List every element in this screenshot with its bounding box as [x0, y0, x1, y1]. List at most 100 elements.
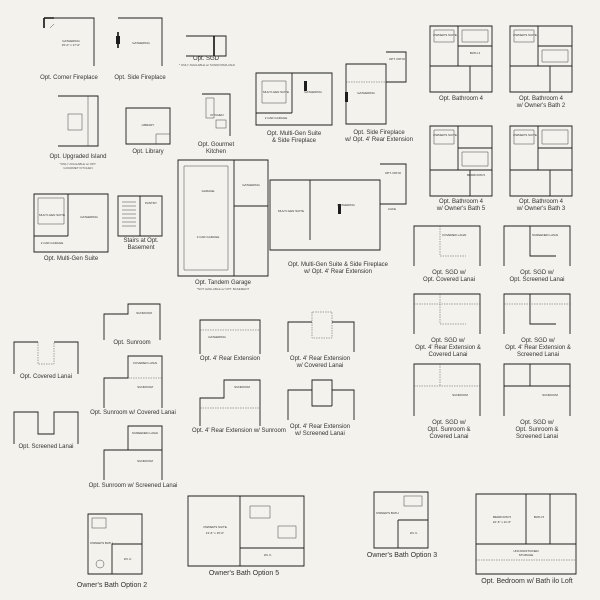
caption-rear-ext-covered-lanai: Opt. 4' Rear Extension w/ Covered Lanai [289, 356, 351, 369]
plan-owners-bath3: OWNER'S BATH W.I.C. [373, 491, 429, 549]
plan-sgd-screened-lanai: SCREENED LANAI [503, 225, 571, 266]
plan-corner-fireplace: GATHERING 15'-0" x 17'-0" [43, 17, 95, 66]
room-unconditioned-storage: UNCONDITIONED STORAGE [513, 549, 539, 557]
plan-rear-ext-screened-lanai [287, 379, 355, 420]
room-sunroom: SUNROOM [136, 311, 152, 315]
room-screened-lanai-2: SCREENED LANAI [131, 431, 159, 435]
caption-owners-bath3: Owner's Bath Option 3 [366, 552, 438, 559]
plan-bathroom4-ob2: OWNER'S SUITE [509, 25, 573, 93]
plan-tandem-garage: GARAGE 2 CAR GARAGE GATHERING [177, 159, 269, 277]
room-owners-suite-5: OWNER'S SUITE [203, 525, 227, 529]
caption-corner-fireplace: Opt. Corner Fireplace [40, 75, 98, 81]
room-screened-lanai: SCREENED LANAI [532, 233, 559, 237]
room-cafe: CAFE [387, 207, 396, 211]
caption-upgraded-island: Opt. Upgraded Island [49, 154, 107, 160]
room-owners-suite-2: OWNER'S SUITE [513, 33, 537, 37]
plan-covered-lanai [13, 341, 79, 374]
caption-multigen-side-fireplace: Opt. Multi-Gen Suite & Side Fireplace [266, 131, 322, 144]
caption-rear-ext-sunroom: Opt. 4' Rear Extension w/ Sunroom [192, 428, 286, 434]
plan-stairs-basement: PANTRY [117, 195, 163, 237]
caption-sgd-sunroom-screened: Opt. SGD w/ Opt. Sunroom & Screened Lana… [515, 420, 559, 440]
plan-bathroom4-ob5: OWNER'S SUITE BEDROOM 5 [429, 125, 493, 197]
caption-multigen-suite: Opt. Multi-Gen Suite [43, 256, 99, 262]
caption-sgd-note: * ONLY AVAILABLE w/ SUNROOM/LANAI [178, 63, 236, 67]
room-owners-suite-dim: 13'-6" x 15'-0" [205, 531, 225, 535]
plan-upgraded-island [58, 95, 99, 147]
room-owners-suite: OWNER'S SUITE [433, 33, 457, 37]
room-gathering-6: GATHERING [242, 183, 260, 187]
room-2car-garage-3: 2 CAR GARAGE [196, 235, 220, 239]
room-opt-patio-2: OPT. PATIO [384, 171, 402, 175]
room-pantry: PANTRY [145, 201, 157, 205]
caption-bathroom4-ob5: Opt. Bathroom 4 w/ Owner's Bath 5 [436, 199, 486, 212]
plan-multigen-suite: MULTI-GEN SUITE GATHERING 2 CAR GARAGE [33, 193, 109, 253]
plan-owners-bath5: OWNER'S SUITE 13'-6" x 15'-0" W.I.C. [187, 495, 305, 567]
room-gathering-2: GATHERING [132, 41, 150, 45]
room-sunroom-5: SUNROOM [542, 393, 558, 397]
room-bedroom5: BEDROOM 5 [492, 515, 511, 519]
room-bedroom5-dim: 10'-6" x 11'-6" [492, 520, 512, 524]
room-gathering-dim: 15'-0" x 17'-0" [61, 43, 81, 47]
caption-bathroom4: Opt. Bathroom 4 [438, 96, 484, 102]
caption-stairs-basement: Stairs at Opt. Basement [123, 238, 159, 251]
plan-bedroom-bath-loft: BEDROOM 5 10'-6" x 11'-6" BATH 5 UNCONDI… [475, 493, 577, 575]
room-sunroom-3: SUNROOM [234, 385, 250, 389]
room-wic-2: W.I.C. [263, 553, 273, 557]
room-bedroom5-a: BEDROOM 5 [466, 173, 485, 177]
room-multigen-2: MULTI-GEN SUITE [39, 213, 65, 217]
caption-sgd-covered-lanai: Opt. SGD w/ Opt. Covered Lanai [422, 270, 476, 283]
room-covered-lanai: COVERED LANAI [442, 233, 467, 237]
room-gathering-7: GATHERING [337, 203, 355, 207]
caption-sgd-rear-ext-screened: Opt. SGD w/ Opt. 4' Rear Extension & Scr… [505, 338, 571, 358]
room-gathering-5: GATHERING [80, 215, 98, 219]
plan-gourmet-kitchen: KITCHEN [202, 93, 231, 136]
caption-sunroom-covered-lanai: Opt. Sunroom w/ Covered Lanai [90, 410, 176, 416]
caption-tandem-garage: Opt. Tandem Garage [195, 280, 251, 286]
caption-side-fireplace: Opt. Side Fireplace [114, 75, 166, 81]
caption-bathroom4-ob2: Opt. Bathroom 4 w/ Owner's Bath 2 [516, 96, 566, 109]
room-sunroom-6: SUNROOM [137, 459, 153, 463]
room-owners-suite-3: OWNER'S SUITE [433, 133, 457, 137]
room-2car-garage: 2 CAR GARAGE [264, 116, 288, 120]
plan-sgd-sunroom-screened: SUNROOM [503, 363, 571, 416]
room-owners-suite-4: OWNER'S SUITE [513, 133, 537, 137]
caption-covered-lanai: Opt. Covered Lanai [19, 374, 73, 380]
plan-bathroom4: OWNER'S SUITE BATH 4 [429, 25, 493, 93]
room-multigen-3: MULTI-GEN SUITE [278, 209, 304, 213]
plan-rear-ext-covered-lanai [287, 311, 355, 352]
caption-sunroom: Opt. Sunroom [113, 340, 151, 346]
plan-multigen-side-fireplace-rear: MULTI-GEN SUITE GATHERING OPT. PATIO CAF… [269, 163, 410, 251]
plan-sgd-rear-ext-screened [503, 293, 571, 334]
room-2car-garage-2: 2 CAR GARAGE [40, 241, 64, 245]
caption-upgraded-island-note: *ONLY AVAILABLE w/ OPT. GOURMET KITCHEN [59, 162, 97, 170]
room-wic: W.I.C. [123, 557, 133, 561]
room-sunroom-4: SUNROOM [452, 393, 468, 397]
room-gathering-3: GATHERING [304, 90, 322, 94]
caption-sgd-sunroom-covered: Opt. SGD w/ Opt. Sunroom & Covered Lanai [427, 420, 471, 440]
plan-screened-lanai [13, 411, 79, 444]
room-sunroom-2: SUNROOM [137, 385, 153, 389]
room-multigen: MULTI-GEN SUITE [263, 90, 289, 94]
room-garage: GARAGE [201, 189, 215, 193]
plan-rear-extension: GATHERING [199, 319, 261, 354]
plan-side-fireplace: GATHERING [116, 17, 163, 66]
caption-sgd: Opt. SGD [192, 56, 219, 62]
room-gathering: GATHERING [62, 39, 80, 43]
plan-bathroom4-ob3: OWNER'S SUITE [509, 125, 573, 197]
plan-sgd [186, 35, 227, 57]
plan-sgd-rear-ext-covered [413, 293, 481, 334]
caption-rear-ext-screened-lanai: Opt. 4' Rear Extension w/ Screened Lanai [289, 424, 351, 437]
caption-tandem-garage-note: *NOT AVAILABLE w/ OPT. BASEMENT [196, 287, 250, 291]
plan-sgd-covered-lanai: COVERED LANAI [413, 225, 481, 266]
caption-sgd-rear-ext-covered: Opt. SGD w/ Opt. 4' Rear Extension & Cov… [415, 338, 481, 358]
plan-sgd-sunroom-covered: SUNROOM [413, 363, 481, 416]
plan-library: LIBRARY [125, 107, 171, 145]
caption-sunroom-screened-lanai: Opt. Sunroom w/ Screened Lanai [88, 483, 178, 489]
room-library: LIBRARY [141, 123, 155, 127]
plan-multigen-side-fireplace: MULTI-GEN SUITE GATHERING 2 CAR GARAGE [255, 72, 333, 126]
caption-bedroom-bath-loft: Opt. Bedroom w/ Bath ilo Loft [481, 578, 573, 585]
room-bath5: BATH 5 [533, 515, 545, 519]
caption-bathroom4-ob3: Opt. Bathroom 4 w/ Owner's Bath 3 [516, 199, 566, 212]
room-gathering-4: GATHERING [357, 91, 375, 95]
caption-screened-lanai: Opt. Screened Lanai [18, 444, 74, 450]
